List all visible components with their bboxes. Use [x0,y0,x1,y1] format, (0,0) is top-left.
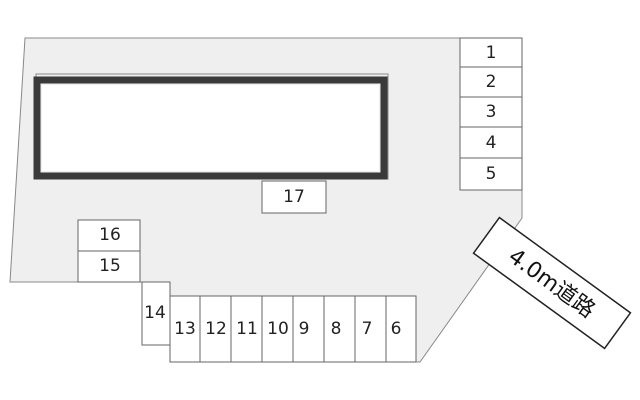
slot-label: 10 [267,319,289,339]
slot-label: 7 [362,319,373,339]
slot-5[interactable]: 5 [459,157,523,191]
slot-label: 15 [99,256,121,276]
slot-label: 4 [486,133,497,153]
slot-11[interactable]: 11 [230,295,263,363]
slot-label: 14 [144,303,166,323]
slot-label: 13 [174,319,196,339]
slot-8[interactable]: 8 [323,295,356,363]
slot-13[interactable]: 13 [169,295,201,363]
slot-label: 1 [486,43,497,63]
slot-16[interactable]: 16 [77,219,141,252]
slot-label: 3 [486,102,497,122]
road-outline [472,216,632,350]
slot-label: 11 [236,319,258,339]
building-interior [42,85,379,171]
road: 4.0m道路 [472,216,632,350]
slot-label: 6 [391,319,402,339]
slot-label: 5 [486,164,497,184]
slot-9[interactable]: 9 [292,295,325,363]
slot-17[interactable]: 17 [261,180,327,214]
slot-1[interactable]: 1 [459,37,523,68]
slot-15[interactable]: 15 [77,250,141,283]
slot-label: 8 [331,319,342,339]
slot-10[interactable]: 10 [261,295,294,363]
slot-label: 16 [99,225,121,245]
slot-label: 9 [299,319,310,339]
slot-4[interactable]: 4 [459,126,523,159]
slot-label: 17 [283,187,305,207]
slot-6[interactable]: 6 [385,295,417,363]
slot-7[interactable]: 7 [354,295,387,363]
slot-label: 12 [205,319,227,339]
building-wall [33,76,388,180]
slot-14[interactable]: 14 [141,281,171,346]
slot-12[interactable]: 12 [199,295,232,363]
slot-3[interactable]: 3 [459,96,523,128]
slot-label: 2 [486,72,497,92]
slot-2[interactable]: 2 [459,66,523,98]
